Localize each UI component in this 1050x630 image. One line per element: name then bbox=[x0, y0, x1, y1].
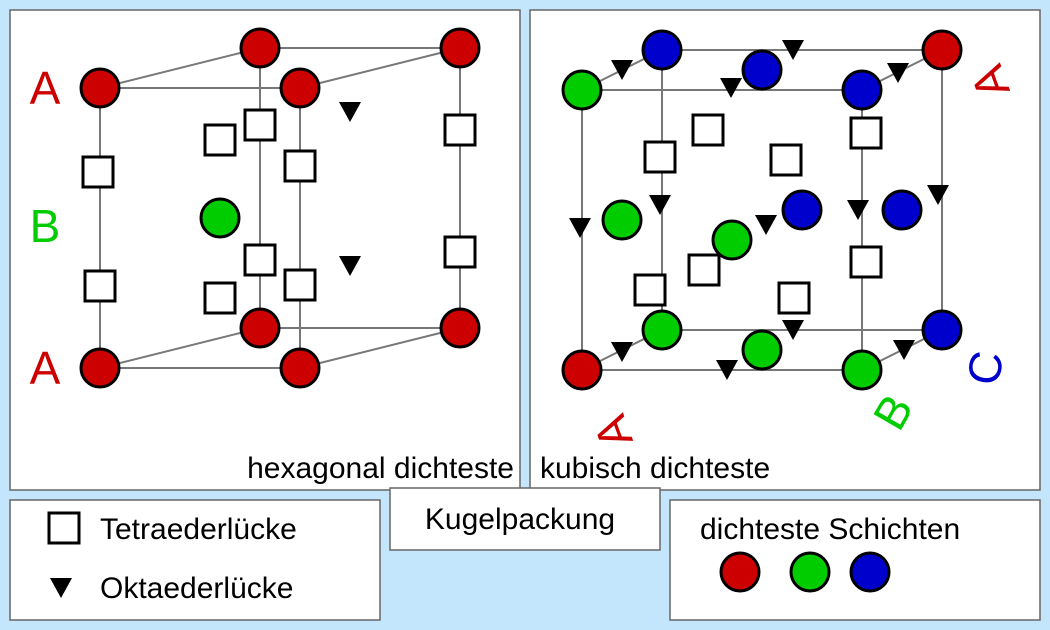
octahedral-void bbox=[782, 320, 804, 340]
layers-legend-title: dichteste Schichten bbox=[700, 513, 960, 546]
atom-layer-a bbox=[439, 27, 481, 69]
atom-layer-b bbox=[711, 219, 753, 261]
tetrahedral-void bbox=[691, 113, 725, 147]
hcp-cell-edge bbox=[299, 47, 461, 89]
tetrahedral-void bbox=[243, 108, 277, 142]
atom-layer-a bbox=[279, 347, 321, 389]
atom-layer-b bbox=[641, 309, 683, 351]
hcp-caption: hexagonal dichteste bbox=[247, 452, 514, 485]
atom-layer-c bbox=[921, 309, 963, 351]
octahedral-void-icon bbox=[50, 578, 72, 598]
octahedral-void bbox=[716, 360, 738, 380]
layer-b-swatch bbox=[789, 551, 831, 593]
atom-layer-c bbox=[741, 49, 783, 91]
tetrahedral-void bbox=[283, 149, 317, 183]
tetrahedral-void bbox=[81, 155, 115, 189]
tetrahedral-void bbox=[849, 245, 883, 279]
tetrahedral-void bbox=[687, 253, 721, 287]
octahedral-void bbox=[755, 215, 777, 235]
octahedral-void bbox=[847, 200, 869, 220]
octahedral-void bbox=[782, 40, 804, 60]
tetrahedral-void bbox=[283, 268, 317, 302]
hcp-cell-edge bbox=[299, 327, 461, 369]
atom-layer-c bbox=[781, 189, 823, 231]
octahedral-void bbox=[649, 195, 671, 215]
layer-a-swatch bbox=[719, 551, 761, 593]
hcp-layer-label-b: B bbox=[30, 200, 61, 252]
tetrahedral-void bbox=[777, 281, 811, 315]
atom-layer-b bbox=[841, 349, 883, 391]
tetrahedral-void bbox=[443, 113, 477, 147]
atom-layer-a bbox=[439, 307, 481, 349]
tetra-legend-label: Tetraederlücke bbox=[100, 513, 297, 546]
hcp-cell-edge bbox=[99, 47, 261, 89]
center-label-box bbox=[389, 487, 661, 551]
octahedral-void bbox=[339, 102, 361, 122]
atom-layer-a bbox=[239, 307, 281, 349]
atom-layer-b bbox=[561, 69, 603, 111]
octahedral-void bbox=[887, 63, 909, 83]
octahedral-void bbox=[611, 342, 633, 362]
atom-layer-a bbox=[279, 67, 321, 109]
tetrahedral-void bbox=[443, 235, 477, 269]
okta-legend-label: Oktaederlücke bbox=[100, 572, 293, 605]
octahedral-void bbox=[611, 60, 633, 80]
atom-layer-b bbox=[741, 329, 783, 371]
atom-layer-b bbox=[601, 199, 643, 241]
tetrahedral-void-icon bbox=[47, 511, 81, 545]
atom-layer-c bbox=[641, 29, 683, 71]
atom-layer-a bbox=[79, 67, 121, 109]
octahedral-void bbox=[569, 218, 591, 238]
hcp-cell-edge bbox=[99, 327, 261, 369]
tetrahedral-void bbox=[83, 269, 117, 303]
tetrahedral-void bbox=[643, 140, 677, 174]
octahedral-void bbox=[927, 185, 949, 205]
hcp-layer-label-a-bottom: A bbox=[30, 342, 61, 394]
tetrahedral-void bbox=[633, 273, 667, 307]
atom-layer-c bbox=[881, 189, 923, 231]
octahedral-void bbox=[339, 256, 361, 276]
atom-layer-b bbox=[199, 197, 241, 239]
hcp-layer-label-a-top: A bbox=[30, 62, 61, 114]
tetrahedral-void bbox=[849, 116, 883, 150]
atom-layer-a bbox=[79, 347, 121, 389]
packing-caption: Kugelpackung bbox=[425, 503, 615, 536]
octahedral-void bbox=[720, 78, 742, 98]
atom-layer-a bbox=[239, 27, 281, 69]
octahedral-void bbox=[893, 340, 915, 360]
tetrahedral-void bbox=[203, 281, 237, 315]
atom-layer-c bbox=[841, 69, 883, 111]
atom-layer-a bbox=[561, 349, 603, 391]
layer-c-swatch bbox=[849, 551, 891, 593]
ccp-caption: kubisch dichteste bbox=[540, 452, 770, 485]
tetrahedral-void bbox=[203, 123, 237, 157]
tetrahedral-void bbox=[243, 243, 277, 277]
atom-layer-a bbox=[921, 29, 963, 71]
tetrahedral-void bbox=[769, 143, 803, 177]
